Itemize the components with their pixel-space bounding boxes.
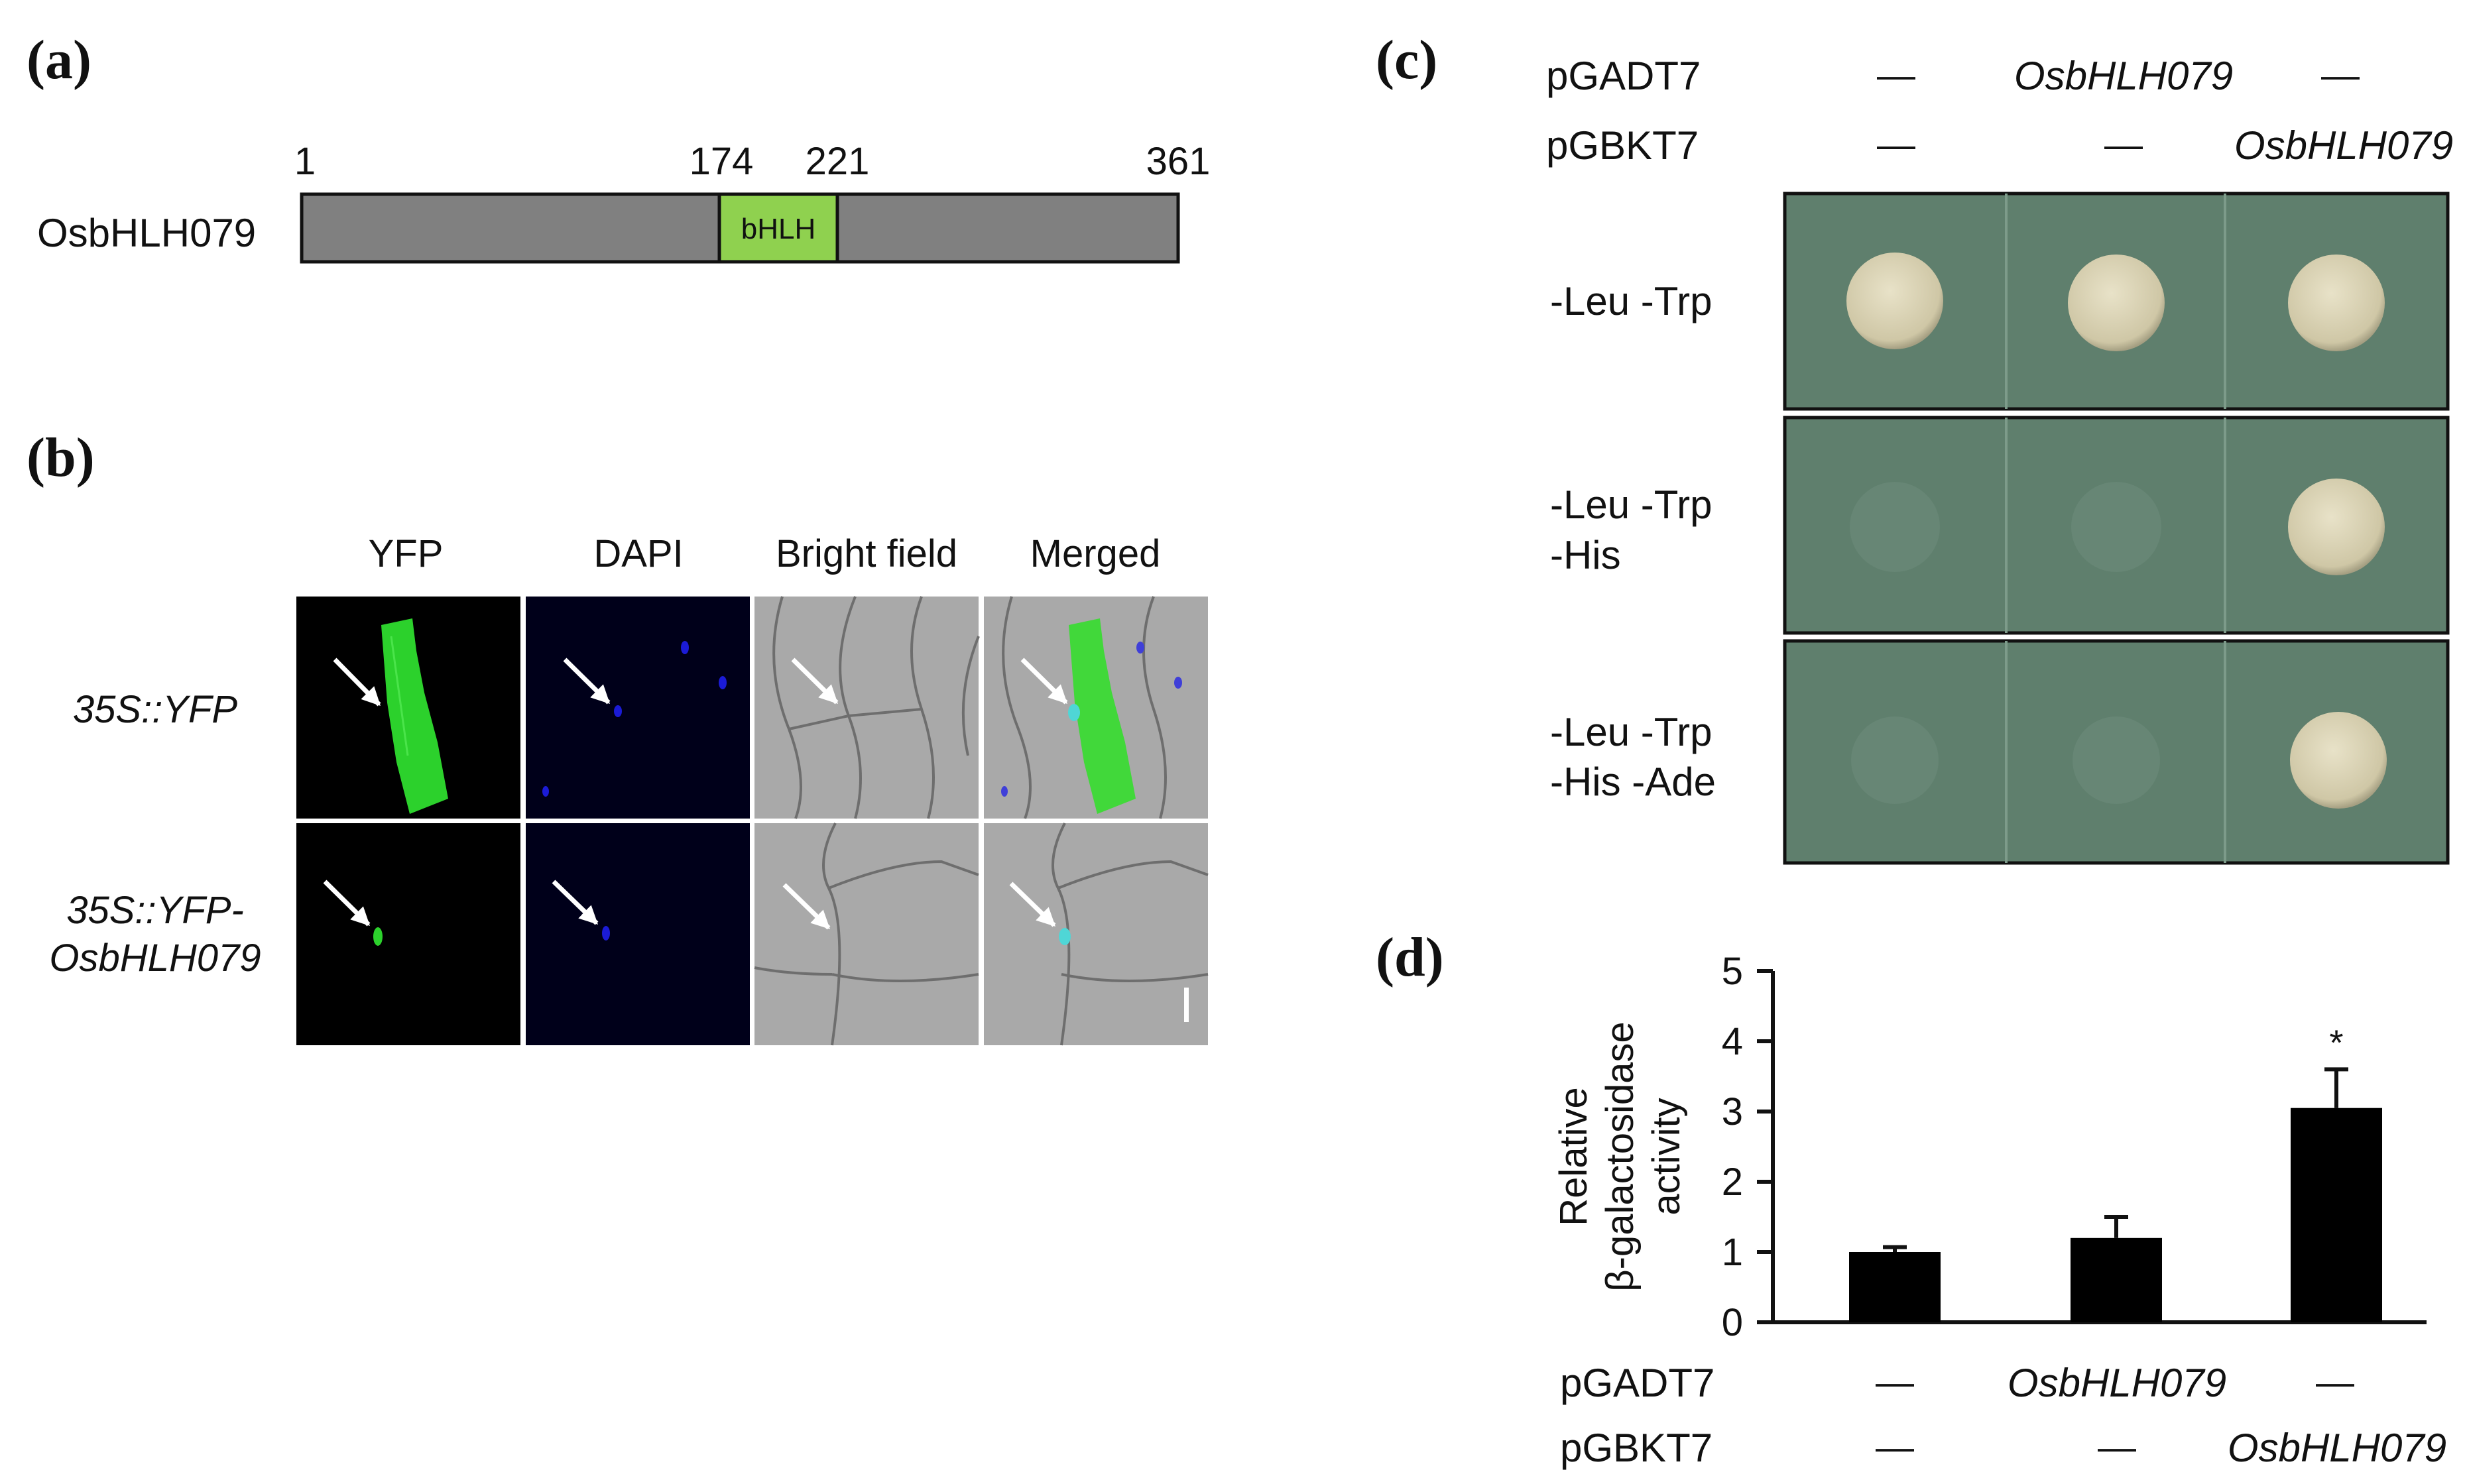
colony <box>2288 479 2385 575</box>
panel-d-letter: (d) <box>1376 927 1444 988</box>
d-pgadt7-value-2: OsbHLH079 <box>2008 1361 2226 1405</box>
position-domain-end: 221 <box>806 140 870 183</box>
d-pgadt7-value-1: — <box>1876 1361 1914 1404</box>
beta-gal-chart: Relative β-galactosidase activity 0 1 2 3 4 5… <box>1552 950 2427 1344</box>
faint-spot <box>1851 716 1939 804</box>
c-pgbkt7-value-3: OsbHLH079 <box>2234 123 2453 168</box>
y-tick-label: 0 <box>1722 1301 1743 1344</box>
d-pgadt7-label: pGADT7 <box>1560 1361 1714 1405</box>
colony <box>2288 255 2385 351</box>
d-pgbkt7-value-2: — <box>2098 1426 2136 1469</box>
c-pgadt7-label: pGADT7 <box>1546 54 1701 98</box>
bhlh-domain <box>717 192 839 264</box>
media-3-line-2: -His -Ade <box>1550 760 1716 804</box>
ylabel-line-2: β-galactosidase <box>1598 1021 1642 1291</box>
position-end: 361 <box>1146 140 1211 183</box>
c-pgadt7-value-3: — <box>2321 54 2360 97</box>
d-pgbkt7-value-1: — <box>1876 1426 1914 1469</box>
bar <box>2071 1237 2162 1322</box>
y-tick-label: 1 <box>1722 1231 1743 1274</box>
micrograph-yfp-1 <box>296 597 520 819</box>
faint-spot <box>2073 716 2160 804</box>
micrograph-bright-1 <box>754 596 1189 819</box>
panel-b: (b) YFP DAPI Bright field Merged 35S::YF… <box>27 427 1209 1046</box>
protein-name: OsbHLH079 <box>37 211 256 255</box>
micrograph-dapi-2 <box>526 823 750 1045</box>
panel-a: (a) OsbHLH079 1 174 221 361 bHLH <box>27 29 1211 264</box>
y-tick-label: 5 <box>1722 950 1743 993</box>
media-1-line-1: -Leu -Trp <box>1550 279 1713 323</box>
c-pgbkt7-label: pGBKT7 <box>1546 123 1699 168</box>
column-merged: Merged <box>1030 532 1161 575</box>
column-dapi: DAPI <box>593 532 683 575</box>
micrograph-bright-2 <box>754 823 979 1046</box>
y-tick-label: 4 <box>1722 1020 1743 1063</box>
panel-d: (d) Relative β-galactosidase activity 0 1… <box>1376 927 2446 1470</box>
colony <box>1846 253 1943 349</box>
d-pgadt7-value-3: — <box>2316 1361 2354 1404</box>
ylabel-line-1: Relative <box>1552 1087 1595 1226</box>
panel-b-letter: (b) <box>27 427 95 488</box>
row-label-yfp-fusion-1: 35S::YFP- <box>66 889 244 932</box>
plate-row-3 <box>1783 639 2450 865</box>
micrograph-merged-1 <box>984 596 1208 819</box>
column-bright-field: Bright field <box>776 532 957 575</box>
y-tick-label: 3 <box>1722 1090 1743 1133</box>
micrograph-dapi-1 <box>526 597 750 819</box>
y-tick-label: 2 <box>1722 1161 1743 1204</box>
row-label-yfp: 35S::YFP <box>73 688 238 731</box>
colony <box>2068 255 2165 351</box>
plate-row-1 <box>1783 192 2450 411</box>
row-label-yfp-fusion-2: OsbHLH079 <box>49 937 261 980</box>
column-yfp: YFP <box>369 532 444 575</box>
c-pgbkt7-value-2: — <box>2104 123 2143 166</box>
ylabel-line-3: activity <box>1645 1098 1688 1215</box>
c-pgbkt7-value-1: — <box>1877 123 1915 166</box>
plate-row-2 <box>1783 416 2450 635</box>
significance-annotation: * <box>2329 1023 2343 1062</box>
micrograph-row-1 <box>296 596 1208 819</box>
d-pgbkt7-value-3: OsbHLH079 <box>2228 1426 2446 1470</box>
c-pgadt7-value-2: OsbHLH079 <box>2014 54 2233 98</box>
d-pgbkt7-label: pGBKT7 <box>1560 1426 1713 1470</box>
media-2-line-1: -Leu -Trp <box>1550 483 1713 527</box>
media-2-line-2: -His <box>1550 533 1621 577</box>
micrograph-merged-2 <box>984 823 1209 1046</box>
media-3-line-1: -Leu -Trp <box>1550 710 1713 754</box>
position-start: 1 <box>294 140 316 183</box>
bar <box>1849 1252 1941 1322</box>
bar <box>2291 1108 2382 1322</box>
domain-label: bHLH <box>741 213 816 245</box>
micrograph-row-2 <box>296 823 1209 1046</box>
micrograph-yfp-2 <box>296 823 520 1045</box>
colony <box>2290 712 2387 809</box>
panel-a-letter: (a) <box>27 29 91 91</box>
position-domain-start: 174 <box>690 140 754 183</box>
panel-c: (c) pGADT7 — OsbHLH079 — pGBKT7 — — OsbH… <box>1376 29 2453 865</box>
c-pgadt7-value-1: — <box>1877 54 1915 97</box>
panel-c-letter: (c) <box>1376 29 1437 91</box>
faint-spot <box>1850 482 1940 572</box>
faint-spot <box>2071 482 2161 572</box>
